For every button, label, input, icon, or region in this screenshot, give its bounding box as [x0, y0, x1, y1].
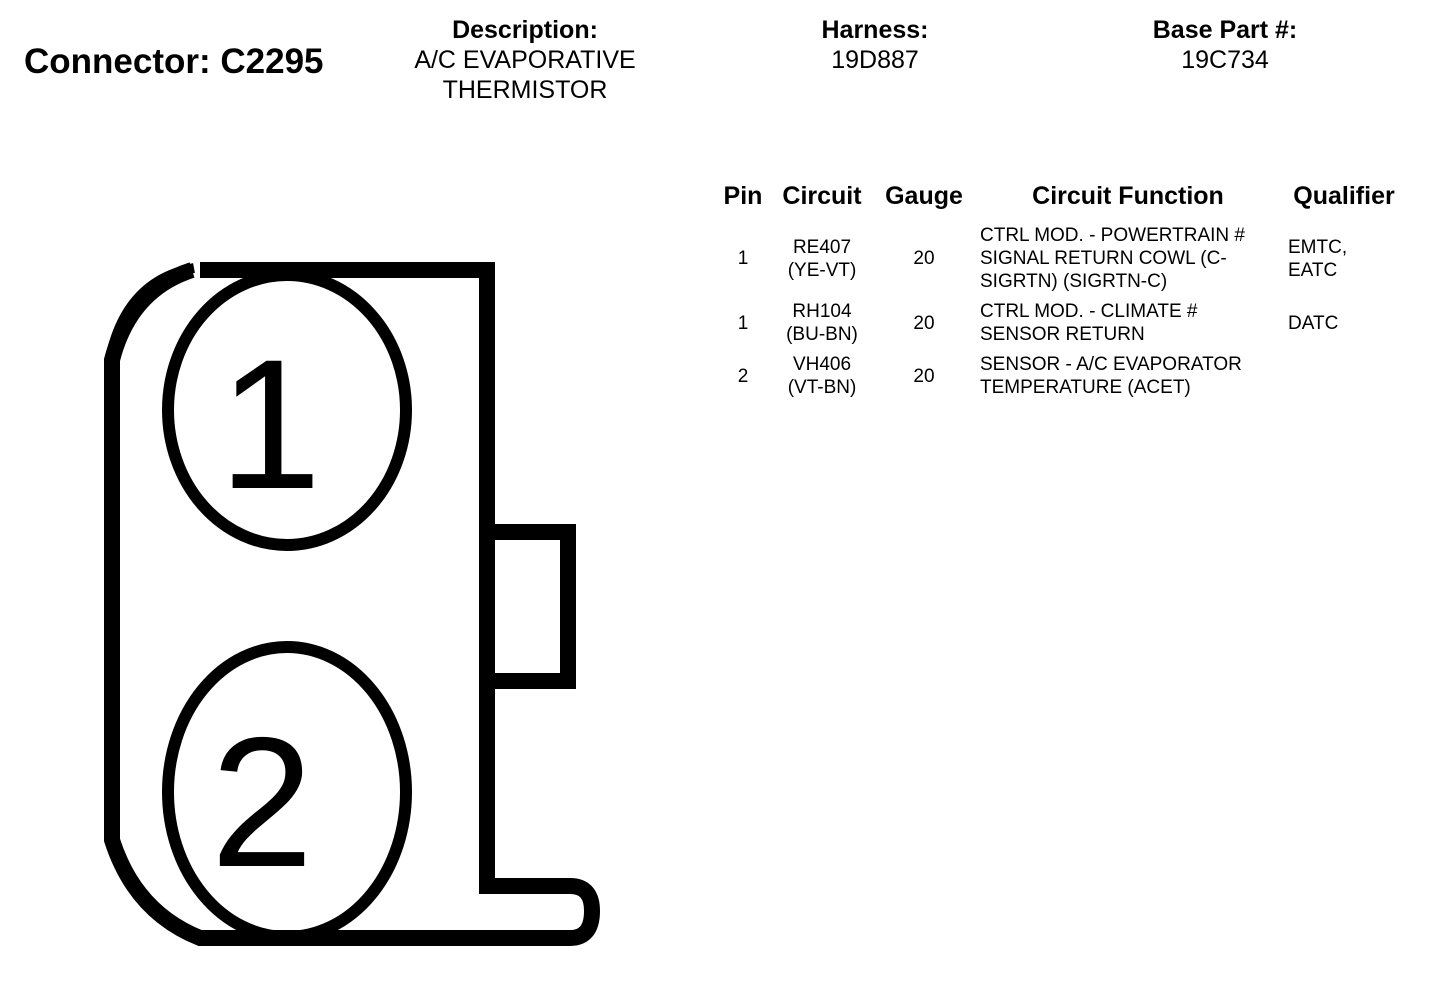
table-row: 1 RE407 (YE-VT) 20 CTRL MOD. - POWERTRAI… — [716, 222, 1406, 298]
pin-cavity-1 — [162, 269, 412, 551]
circuit-color: (VT-BN) — [787, 377, 857, 398]
pin-cavity-2 — [162, 641, 412, 943]
base-part-value: 19C734 — [1181, 46, 1269, 74]
function-text: CTRL MOD. - POWERTRAIN # SIGNAL RETURN C… — [980, 225, 1245, 292]
harness-label: Harness: — [821, 16, 929, 44]
harness-block: Harness: 19D887 — [760, 15, 990, 75]
circuit-code: RE407 — [792, 236, 852, 258]
header-qualifier: Qualifier — [1293, 182, 1395, 210]
connector-title: Connector: C2295 — [24, 42, 324, 81]
cell-pin: 2 — [737, 365, 749, 387]
pin-table: Pin Circuit Gauge Circuit Function Quali… — [716, 178, 1406, 404]
cell-gauge: 20 — [913, 365, 935, 387]
cell-circuit: VH406 (VT-BN) — [770, 351, 874, 404]
connector-housing-outline — [104, 262, 601, 946]
base-part-block: Base Part #: 19C734 — [1110, 15, 1340, 75]
pin-1-number: 1 — [219, 322, 322, 528]
table-row: 2 VH406 (VT-BN) 20 SENSOR - A/C EVAPORAT… — [716, 351, 1406, 404]
function-text: CTRL MOD. - CLIMATE # SENSOR RETURN — [980, 301, 1198, 345]
pin-table-header-row: Pin Circuit Gauge Circuit Function Quali… — [716, 178, 1406, 222]
pin-2-number: 2 — [211, 700, 314, 906]
connector-lock-tab — [490, 524, 576, 689]
cell-qualifier — [1282, 351, 1406, 404]
cell-function: CTRL MOD. - CLIMATE # SENSOR RETURN — [974, 298, 1282, 351]
base-part-label: Base Part #: — [1152, 16, 1298, 44]
function-text: SENSOR - A/C EVAPORATOR TEMPERATURE (ACE… — [980, 354, 1242, 398]
circuit-color: (YE-VT) — [787, 259, 857, 281]
description-line-1: A/C EVAPORATIVE — [414, 46, 636, 74]
cell-circuit: RE407 (YE-VT) — [770, 222, 874, 298]
cell-gauge: 20 — [913, 312, 935, 334]
cell-pin: 1 — [737, 312, 749, 334]
description-block: Description: A/C EVAPORATIVE THERMISTOR — [380, 15, 670, 105]
cell-pin: 1 — [737, 248, 749, 269]
cell-function: CTRL MOD. - POWERTRAIN # SIGNAL RETURN C… — [974, 222, 1282, 298]
header-circuit-function: Circuit Function — [1032, 182, 1224, 210]
harness-value: 19D887 — [831, 46, 919, 74]
qualifier-text: EMTC, EATC — [1288, 236, 1348, 281]
qualifier-text: DATC — [1288, 312, 1339, 334]
circuit-code: RH104 — [792, 301, 852, 322]
header-circuit: Circuit — [782, 182, 862, 210]
cell-circuit: RH104 (BU-BN) — [770, 298, 874, 351]
description-label: Description: — [452, 16, 598, 44]
cell-function: SENSOR - A/C EVAPORATOR TEMPERATURE (ACE… — [974, 351, 1282, 404]
header-gauge: Gauge — [885, 182, 963, 210]
header-pin: Pin — [723, 182, 763, 210]
circuit-code: VH406 — [792, 354, 852, 375]
table-row: 1 RH104 (BU-BN) 20 CTRL MOD. - CLIMATE #… — [716, 298, 1406, 351]
description-line-2: THERMISTOR — [442, 76, 608, 104]
cell-gauge: 20 — [913, 248, 935, 269]
cell-qualifier: DATC — [1282, 298, 1406, 351]
circuit-color: (BU-BN) — [786, 324, 858, 345]
connector-inner-guide-top — [107, 263, 196, 352]
cell-qualifier: EMTC, EATC — [1282, 222, 1406, 298]
